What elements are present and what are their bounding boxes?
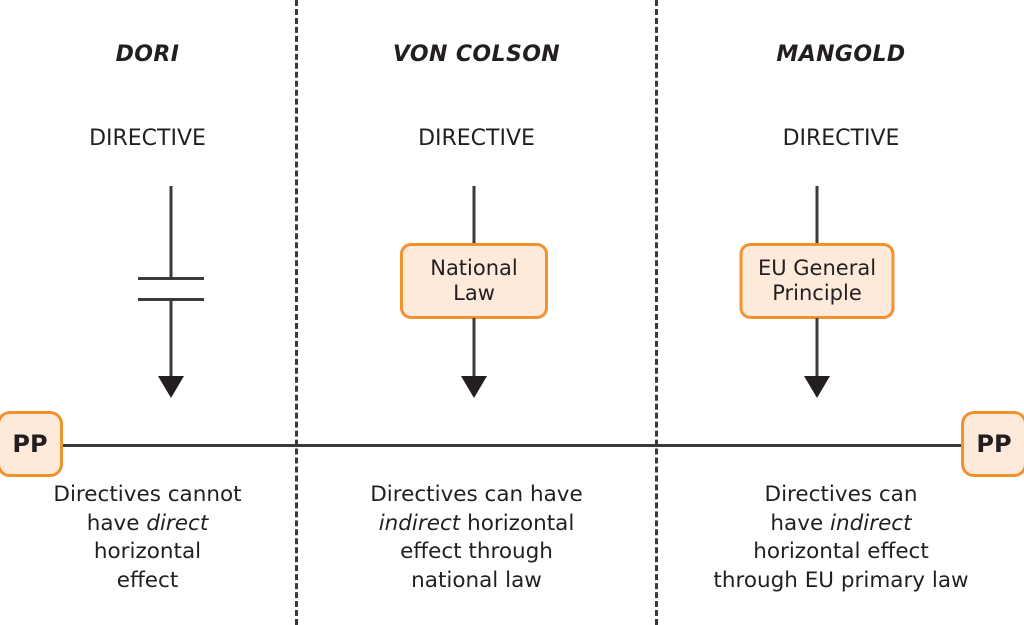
node-eu-general-principle-label: EU General Principle (757, 256, 877, 305)
caption-emphasis: direct (146, 510, 209, 536)
caption-mangold: Directives can have indirect horizontal … (658, 481, 1024, 595)
caption-line: national law (411, 567, 542, 593)
column-mangold: MANGOLD DIRECTIVE EU General Principle D… (658, 0, 1024, 625)
caption-line: Directives can (764, 482, 918, 507)
caption-line: horizontal effect (753, 539, 929, 565)
connector-stem-mangold-lower (815, 318, 819, 378)
column-von-colson: VON COLSON DIRECTIVE National Law Direct… (298, 0, 655, 625)
caption-line: effect through (400, 539, 553, 565)
private-party-baseline (62, 444, 964, 447)
caption-von-colson: Directives can have indirect horizontal … (298, 481, 655, 595)
caption-line: Directives cannot (53, 482, 242, 507)
node-eu-general-principle[interactable]: EU General Principle (739, 243, 895, 319)
connector-stem-mangold-upper (815, 186, 819, 246)
arrowhead-von-colson-icon (461, 376, 487, 398)
connector-stem-dori-upper (169, 186, 173, 278)
caption-line: effect (116, 567, 179, 593)
caption-line: have indirect (770, 510, 912, 536)
case-title-mangold: MANGOLD (776, 42, 906, 67)
directive-label-mangold: DIRECTIVE (782, 126, 900, 151)
directive-label-dori: DIRECTIVE (89, 126, 206, 151)
arrowhead-dori-icon (158, 376, 184, 398)
caption-line: horizontal (93, 539, 202, 565)
arrowhead-mangold-icon (804, 376, 830, 398)
barrier-bar-upper-icon (138, 277, 204, 280)
private-party-badge-left-label: PP (12, 430, 48, 458)
connector-stem-von-colson-lower (472, 318, 476, 378)
caption-emphasis: indirect (378, 510, 461, 536)
private-party-badge-left[interactable]: PP (0, 411, 63, 477)
caption-emphasis: indirect (830, 510, 912, 536)
private-party-badge-right-label: PP (976, 430, 1012, 458)
directive-label-von-colson: DIRECTIVE (418, 126, 535, 151)
caption-line: Directives can have (370, 482, 583, 507)
caption-line: indirect horizontal (378, 510, 575, 536)
node-national-law[interactable]: National Law (400, 243, 548, 319)
caption-dori: Directives cannot have direct horizontal… (0, 481, 295, 595)
caption-line: have direct (86, 510, 209, 536)
connector-stem-von-colson-upper (472, 186, 476, 246)
private-party-badge-right[interactable]: PP (961, 411, 1024, 477)
node-national-law-label: National Law (430, 256, 518, 305)
column-divider-2 (655, 0, 658, 625)
case-title-von-colson: VON COLSON (392, 42, 561, 67)
column-divider-1 (295, 0, 298, 625)
caption-line: through EU primary law (713, 567, 969, 593)
connector-stem-dori-lower (169, 299, 173, 378)
column-dori: DORI DIRECTIVE Directives cannot have di… (0, 0, 295, 625)
case-title-dori: DORI (115, 42, 180, 67)
